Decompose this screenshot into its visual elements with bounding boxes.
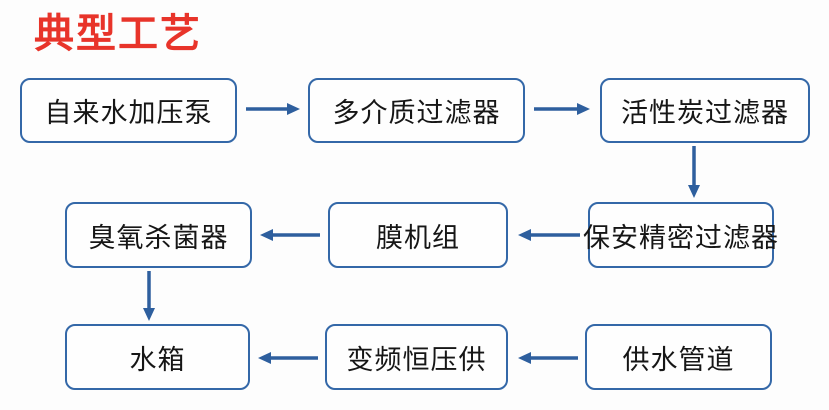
node-multimedia-filter[interactable]: 多介质过滤器 bbox=[308, 78, 525, 143]
node-label: 变频恒压供 bbox=[346, 344, 487, 375]
node-water-tank[interactable]: 水箱 bbox=[65, 324, 250, 390]
node-label: 自来水加压泵 bbox=[44, 98, 213, 128]
node-activated-carbon-filter[interactable]: 活性炭过滤器 bbox=[600, 78, 810, 143]
arrow-pump-to-multimedia-filter-icon bbox=[246, 100, 300, 118]
node-label: 水箱 bbox=[129, 344, 186, 375]
arrow-ozone-to-water-tank-icon bbox=[140, 271, 158, 321]
node-label: 供水管道 bbox=[622, 344, 735, 375]
node-label: 活性炭过滤器 bbox=[621, 98, 789, 128]
node-label: 多介质过滤器 bbox=[332, 98, 501, 128]
node-ozone-sterilizer[interactable]: 臭氧杀菌器 bbox=[65, 202, 252, 268]
node-label: 膜机组 bbox=[376, 222, 460, 253]
node-label: 臭氧杀菌器 bbox=[88, 222, 229, 253]
node-membrane-unit[interactable]: 膜机组 bbox=[328, 202, 508, 268]
arrow-supply-pipeline-to-vfd-icon bbox=[518, 349, 578, 367]
node-variable-frequency-constant-pressure-supply[interactable]: 变频恒压供 bbox=[325, 324, 508, 390]
node-security-precision-filter[interactable]: 保安精密过滤器 bbox=[583, 202, 778, 268]
arrow-membrane-to-ozone-icon bbox=[260, 226, 320, 244]
node-label: 保安精密过滤器 bbox=[583, 222, 779, 253]
node-tap-water-booster-pump[interactable]: 自来水加压泵 bbox=[20, 78, 237, 143]
arrow-security-filter-to-membrane-icon bbox=[518, 226, 580, 244]
node-water-supply-pipeline[interactable]: 供水管道 bbox=[585, 324, 772, 390]
arrow-carbon-filter-to-security-filter-icon bbox=[685, 146, 703, 198]
arrow-vfd-to-water-tank-icon bbox=[258, 349, 318, 367]
page-title: 典型工艺 bbox=[34, 12, 202, 56]
arrow-multimedia-to-carbon-filter-icon bbox=[534, 100, 590, 118]
